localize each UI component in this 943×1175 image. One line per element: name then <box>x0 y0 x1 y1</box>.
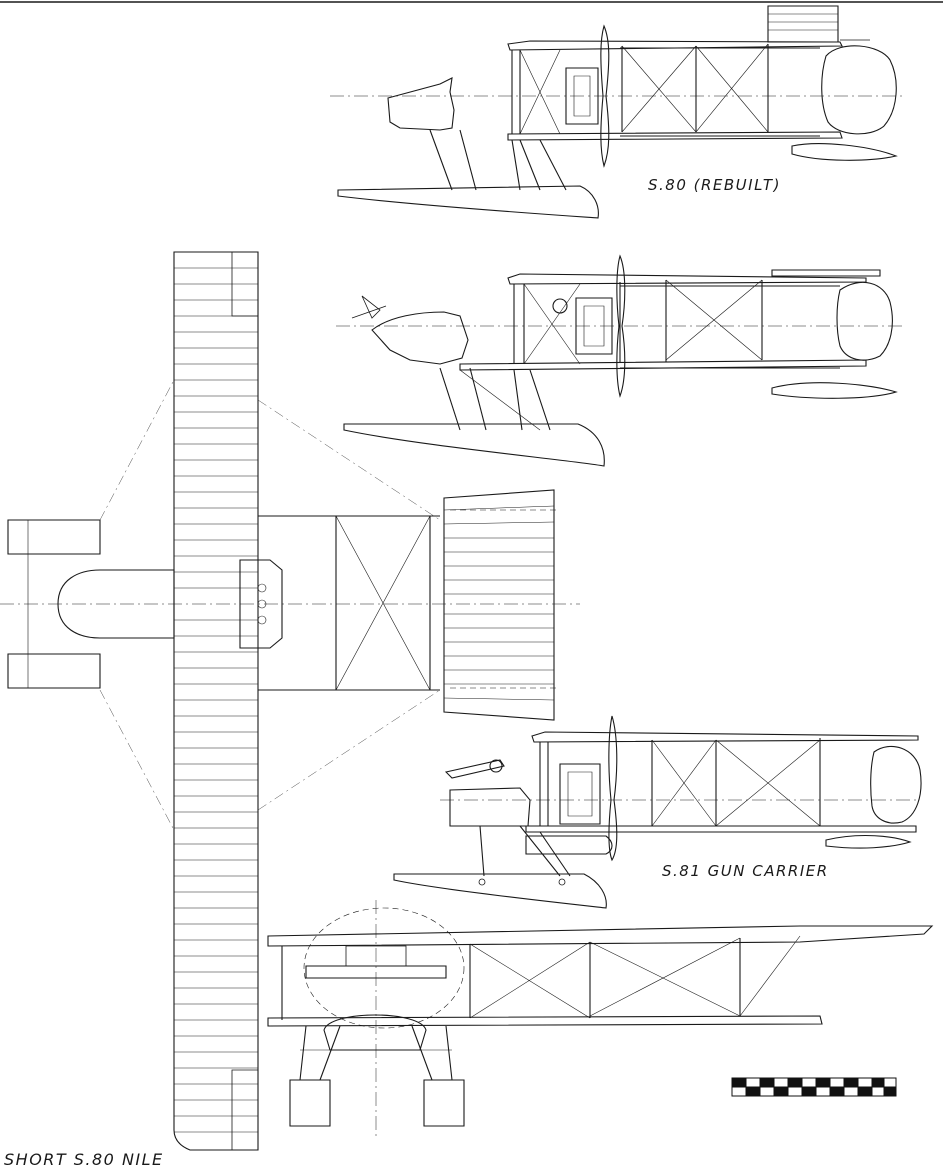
caption-s81-gun-carrier: S.81 GUN CARRIER <box>662 862 829 880</box>
side-view-s80-original <box>336 256 905 466</box>
side-view-s80-rebuilt <box>330 6 905 218</box>
drawing-title: SHORT S.80 NILE <box>4 1150 164 1169</box>
scale-bar <box>732 1078 896 1096</box>
side-view-s81 <box>394 716 921 908</box>
plan-view <box>0 252 580 1150</box>
caption-s80-rebuilt: S.80 (REBUILT) <box>648 176 781 194</box>
front-view <box>268 900 932 1140</box>
